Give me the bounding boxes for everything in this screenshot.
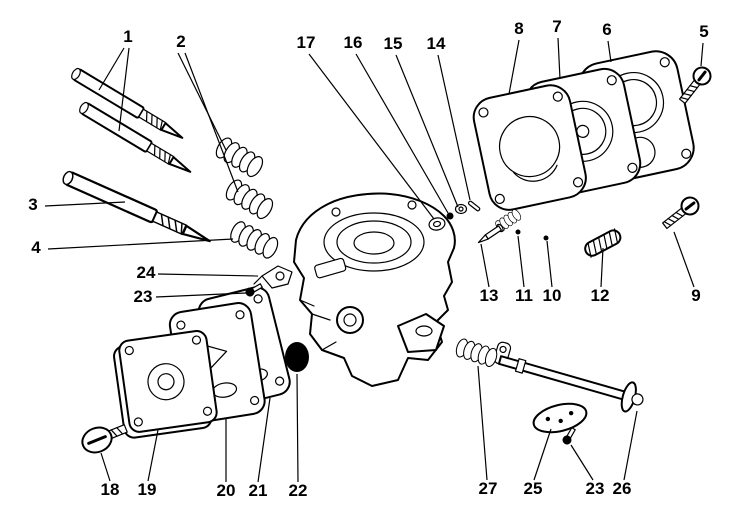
leader-line-part-27 <box>477 365 488 481</box>
leader-line-part-11 <box>517 235 525 288</box>
leader-line-part-9 <box>673 231 695 288</box>
part-number-23: 23 <box>134 287 153 306</box>
screw-9 <box>658 192 704 234</box>
leader-line-part-7 <box>557 37 561 80</box>
leader-line-part-13 <box>480 243 490 288</box>
leader-line-part-5 <box>700 42 704 67</box>
part-number-8: 8 <box>514 19 523 38</box>
throttle-shaft-26 <box>493 341 644 413</box>
part-number-19: 19 <box>138 480 157 499</box>
spring-4 <box>227 218 282 261</box>
leader-line-part-3 <box>44 201 126 207</box>
part-number-14: 14 <box>427 34 446 53</box>
part-number-15: 15 <box>384 34 403 53</box>
part-number-2: 2 <box>176 32 185 51</box>
leader-line-part-17 <box>308 53 435 220</box>
part-number-24: 24 <box>137 263 156 282</box>
leader-line-part-2 <box>184 52 239 193</box>
part-number-18: 18 <box>101 480 120 499</box>
part-number-21: 21 <box>249 481 268 500</box>
washer-16 <box>446 212 454 220</box>
part-number-4: 4 <box>31 238 41 257</box>
washer-17 <box>428 217 446 231</box>
spring-27 <box>453 337 500 369</box>
part-number-20: 20 <box>217 481 236 500</box>
leader-line-part-8 <box>508 39 520 95</box>
part-number-7: 7 <box>552 17 561 36</box>
pin-11 <box>515 229 521 235</box>
leader-line-part-1 <box>118 47 130 132</box>
part-number-9: 9 <box>691 286 700 305</box>
leader-line-part-26 <box>623 410 638 481</box>
part-number-3: 3 <box>28 195 37 214</box>
leader-line-part-16 <box>355 53 449 214</box>
leader-line-part-21 <box>257 397 271 483</box>
leader-line-part-23 <box>570 444 594 481</box>
leader-line-part-14 <box>437 54 471 201</box>
inlet-screen-12 <box>584 228 622 258</box>
inlet-screen-disc-22 <box>285 342 309 372</box>
part-number-5: 5 <box>699 22 708 41</box>
screw-23-left <box>245 283 263 297</box>
leader-line-part-18 <box>100 452 111 482</box>
part-number-16: 16 <box>344 33 363 52</box>
carburetor-body <box>293 192 456 387</box>
gasket-8 <box>472 84 587 211</box>
pin-14 <box>467 200 481 212</box>
leader-line-part-22 <box>296 373 299 483</box>
leader-line-part-19 <box>147 429 159 482</box>
part-number-1: 1 <box>123 27 132 46</box>
pump-cover-19 <box>113 330 218 439</box>
leader-line-part-1 <box>98 47 125 91</box>
idle-screw-3 <box>60 168 214 249</box>
leader-lines <box>44 37 704 483</box>
leader-line-part-12 <box>600 247 604 288</box>
leader-line-part-4 <box>47 238 234 250</box>
part-number-23: 23 <box>586 479 605 498</box>
leader-line-part-2 <box>177 52 227 151</box>
part-number-11: 11 <box>515 286 533 305</box>
part-number-10: 10 <box>543 286 562 305</box>
part-number-22: 22 <box>289 481 308 500</box>
metering-lever-24 <box>253 265 293 289</box>
part-number-25: 25 <box>524 479 543 498</box>
leader-line-part-6 <box>607 40 612 63</box>
leader-line-part-15 <box>395 54 459 208</box>
screw-23-bottom <box>562 427 576 445</box>
part-number-17: 17 <box>297 33 316 52</box>
leader-line-part-23 <box>155 292 247 298</box>
parts-drawing <box>60 50 716 454</box>
spring-2a <box>212 134 267 180</box>
leader-line-part-24 <box>157 273 259 277</box>
part-number-27: 27 <box>479 479 498 498</box>
part-number-26: 26 <box>613 479 632 498</box>
throttle-plate-25 <box>532 402 588 434</box>
pin-10 <box>543 235 549 241</box>
screw-18 <box>81 424 128 454</box>
leader-line-part-25 <box>533 428 552 481</box>
spring-2b <box>222 176 277 222</box>
leader-line-part-10 <box>546 240 553 288</box>
part-number-6: 6 <box>602 20 611 39</box>
part-number-13: 13 <box>480 286 499 305</box>
part-number-12: 12 <box>591 286 610 305</box>
inlet-needle-13 <box>477 223 504 244</box>
